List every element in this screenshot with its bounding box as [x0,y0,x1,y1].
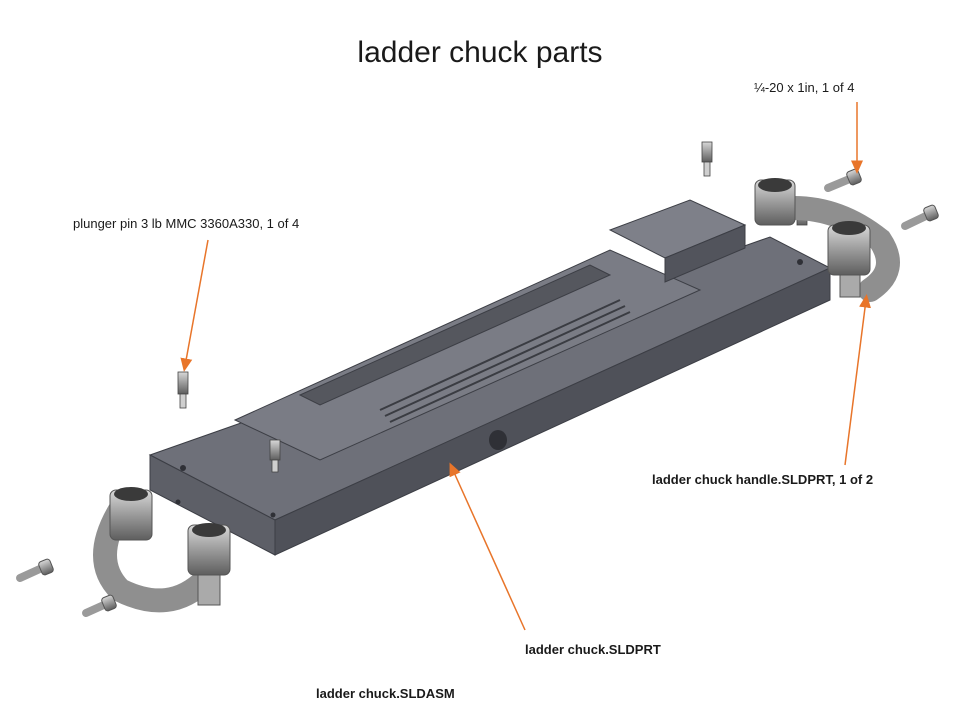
chuck-callout-arrow [449,462,526,631]
plunger-callout-arrow [180,239,209,372]
screw-label: ¼-20 x 1in, 1 of 4 [754,80,855,95]
handle-callout-arrow [844,294,872,466]
chuck-label: ladder chuck.SLDPRT [525,642,661,657]
cap-screw [16,558,54,582]
ladder-chuck-body [148,199,832,556]
cap-screw [901,204,939,230]
plunger-pin [177,371,189,409]
cap-screw [82,594,117,617]
plunger-pin [269,439,281,473]
page-title: ladder chuck parts [357,36,603,69]
ladder-chuck-handle [754,178,900,302]
cap-screw [824,168,862,192]
plunger-pin-label: plunger pin 3 lb MMC 3360A330, 1 of 4 [73,216,300,231]
plunger-pin [701,141,713,177]
ladder-chuck-handle [93,487,231,613]
assembly-label: ladder chuck.SLDASM [316,686,455,701]
handle-label: ladder chuck handle.SLDPRT, 1 of 2 [652,472,874,487]
